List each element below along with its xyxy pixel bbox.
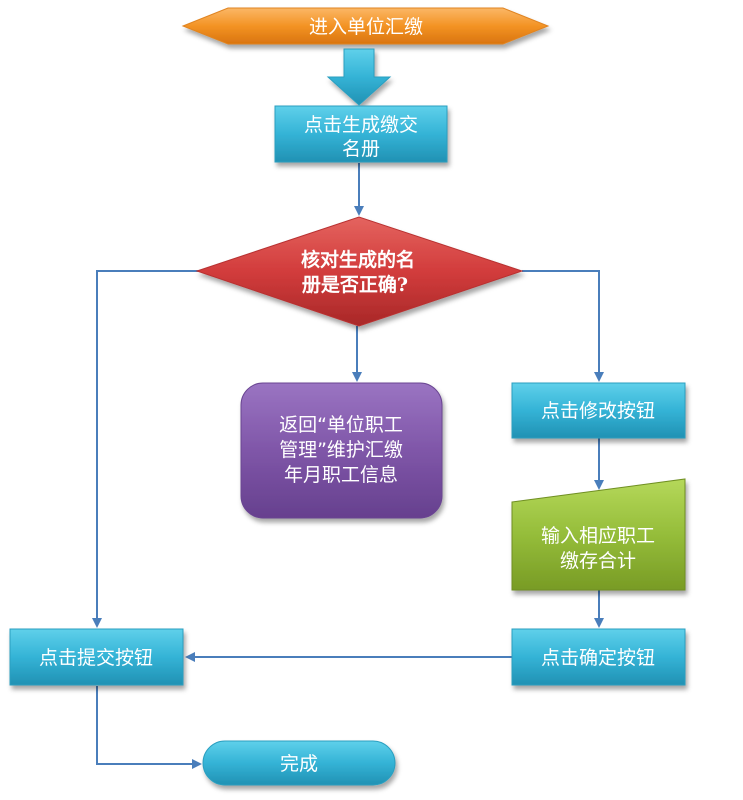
check-diamond-shape — [195, 216, 524, 327]
submit-label: 点击提交按钮 — [39, 647, 153, 669]
node-confirm: 点击确定按钮 — [511, 628, 686, 686]
submit-box — [9, 628, 184, 686]
node-done: 完成 — [202, 740, 396, 786]
generate-label-line1: 点击生成缴交 — [304, 114, 418, 136]
edge-check-to-submit — [92, 270, 199, 628]
edge-check-to-modify — [522, 270, 604, 382]
return-manage-line2: 管理”维护汇缴 — [279, 439, 403, 461]
return-manage-line3: 年月职工信息 — [284, 464, 398, 486]
block-arrow-down-icon — [326, 48, 392, 106]
modify-label: 点击修改按钮 — [541, 400, 655, 422]
generate-label-line2: 名册 — [342, 138, 380, 160]
done-label: 完成 — [280, 753, 318, 775]
node-start: 进入单位汇缴 — [181, 7, 550, 45]
input-total-line2: 缴存合计 — [560, 550, 636, 572]
input-total-line1: 输入相应职工 — [541, 525, 655, 547]
start-label: 进入单位汇缴 — [309, 16, 423, 38]
return-manage-box — [240, 382, 443, 519]
check-label-line1: 核对生成的名 — [301, 248, 415, 271]
node-modify: 点击修改按钮 — [511, 382, 686, 439]
start-hexagon-shape — [181, 7, 550, 45]
input-total-shape — [511, 478, 686, 591]
connectors — [92, 163, 604, 769]
confirm-box — [511, 628, 686, 686]
return-manage-line1: 返回“单位职工 — [279, 414, 403, 436]
node-generate: 点击生成缴交 名册 — [274, 105, 448, 163]
node-input-total: 输入相应职工 缴存合计 — [511, 478, 686, 591]
node-submit: 点击提交按钮 — [9, 628, 184, 686]
done-pill — [202, 740, 396, 786]
confirm-label: 点击确定按钮 — [541, 647, 655, 669]
modify-box — [511, 382, 686, 439]
node-check: 核对生成的名 册是否正确? — [195, 216, 524, 327]
generate-box — [274, 105, 448, 163]
node-return-manage: 返回“单位职工 管理”维护汇缴 年月职工信息 — [240, 382, 443, 519]
edge-submit-to-done — [96, 686, 202, 769]
check-label-line2: 册是否正确? — [302, 273, 408, 296]
